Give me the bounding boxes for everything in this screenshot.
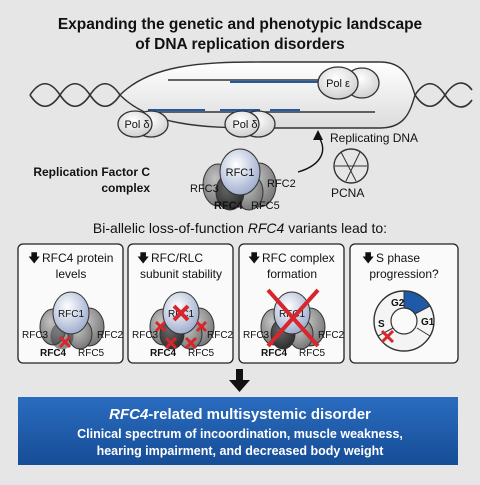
panel3-rfc2: RFC2 [318, 330, 345, 341]
panel2-rfc2: RFC2 [207, 330, 234, 341]
rfc1-label: RFC1 [226, 167, 255, 179]
pcna-ring [333, 148, 369, 184]
loading-arrow-head [313, 130, 323, 140]
rfc2-label: RFC2 [267, 178, 296, 190]
red-cross-icon [58, 335, 72, 349]
down-arrow-large-icon [229, 369, 250, 392]
panel2-rfc5: RFC5 [188, 348, 215, 359]
rfc4-label: RFC4 [214, 200, 244, 212]
panel1-rfc2: RFC2 [97, 330, 124, 341]
outcome-title: RFC4-related multisystemic disorder [109, 406, 371, 423]
panel3-line2: formation [267, 267, 317, 281]
outcome-box: RFC4-related multisystemic disorder Clin… [18, 397, 458, 465]
panel-rfc4-protein-levels: 🡇 RFC4 protein levels RFC1 RFC3 RFC2 RFC… [17, 243, 124, 364]
panel3-rfc3: RFC3 [243, 330, 270, 341]
pcna-label: PCNA [331, 186, 364, 200]
rfc3-label: RFC3 [190, 183, 219, 195]
red-cross-icon-large [172, 304, 190, 322]
down-arrow-icon: 🡇 [362, 251, 374, 265]
panel4-line2: progression? [369, 267, 439, 281]
panel1-rfc5: RFC5 [78, 348, 105, 359]
panel-rfc-rlc-subunit-stability: 🡇 RFC/RLC subunit stability RFC1 RFC3 [127, 243, 234, 364]
g2-label: G2 [391, 298, 405, 309]
g1-label: G1 [421, 317, 435, 328]
effects-heading: Bi-allelic loss-of-function RFC4 variant… [93, 220, 387, 236]
panel1-line2: levels [56, 267, 87, 281]
panel2-rfc4: RFC4 [150, 348, 177, 359]
red-cross-icon-small-bottom-right [184, 336, 198, 350]
panel3-line1: RFC complex [262, 251, 335, 265]
outcome-line-2: hearing impairment, and decreased body w… [97, 444, 385, 458]
red-cross-icon-complex [266, 288, 320, 348]
down-arrow-icon: 🡇 [248, 251, 260, 265]
title-line-2: of DNA replication disorders [135, 36, 345, 53]
panel1-line1: RFC4 protein [42, 251, 113, 265]
red-cross-icon-small-bottom-left [164, 336, 178, 350]
panel2-line1: RFC/RLC [151, 251, 203, 265]
rfc-complex-label-2: complex [101, 181, 150, 195]
panel-s-phase-progression: 🡇 S phase progression? G2 G1 S [349, 243, 459, 364]
red-cross-icon [380, 329, 395, 344]
dna-helix-left [29, 82, 121, 108]
panel1-rfc3: RFC3 [22, 330, 49, 341]
pol-delta-left: Pol δ [117, 110, 169, 138]
rfc-complex-label-1: Replication Factor C [33, 165, 150, 179]
panel-rfc-complex-formation: 🡇 RFC complex formation RFC1 RFC3 RFC2 R… [238, 243, 345, 364]
panel2-rfc3: RFC3 [132, 330, 159, 341]
down-arrow-icon: 🡇 [28, 251, 40, 265]
pol-delta-left-label: Pol δ [124, 119, 149, 131]
dna-helix-left-strand [29, 82, 121, 108]
s-label: S [378, 319, 385, 330]
pol-epsilon: Pol ε [317, 66, 380, 100]
title-line-1: Expanding the genetic and phenotypic lan… [58, 16, 423, 33]
pol-delta-right-label: Pol δ [232, 119, 257, 131]
down-arrow-icon: 🡇 [137, 251, 149, 265]
replicating-dna-label: Replicating DNA [330, 131, 418, 145]
dna-helix-right-strand [414, 82, 473, 108]
pol-epsilon-label: Pol ε [326, 78, 350, 90]
rfc1-subunit [219, 148, 261, 196]
outcome-line-1: Clinical spectrum of incoordination, mus… [77, 427, 403, 441]
red-cross-icon-small-right [195, 320, 208, 333]
rfc-complex: RFC1 [202, 148, 277, 211]
panel3-rfc4: RFC4 [261, 348, 288, 359]
panel3-rfc5: RFC5 [299, 348, 326, 359]
pol-delta-right: Pol δ [224, 110, 276, 138]
loading-arrow [297, 135, 324, 173]
panel1-rfc1: RFC1 [58, 309, 85, 320]
panel1-rfc4: RFC4 [40, 348, 67, 359]
rfc5-label: RFC5 [251, 200, 280, 212]
panel2-line2: subunit stability [140, 267, 222, 281]
red-cross-icon-small-left [154, 320, 167, 333]
panel4-line1: S phase [376, 251, 420, 265]
